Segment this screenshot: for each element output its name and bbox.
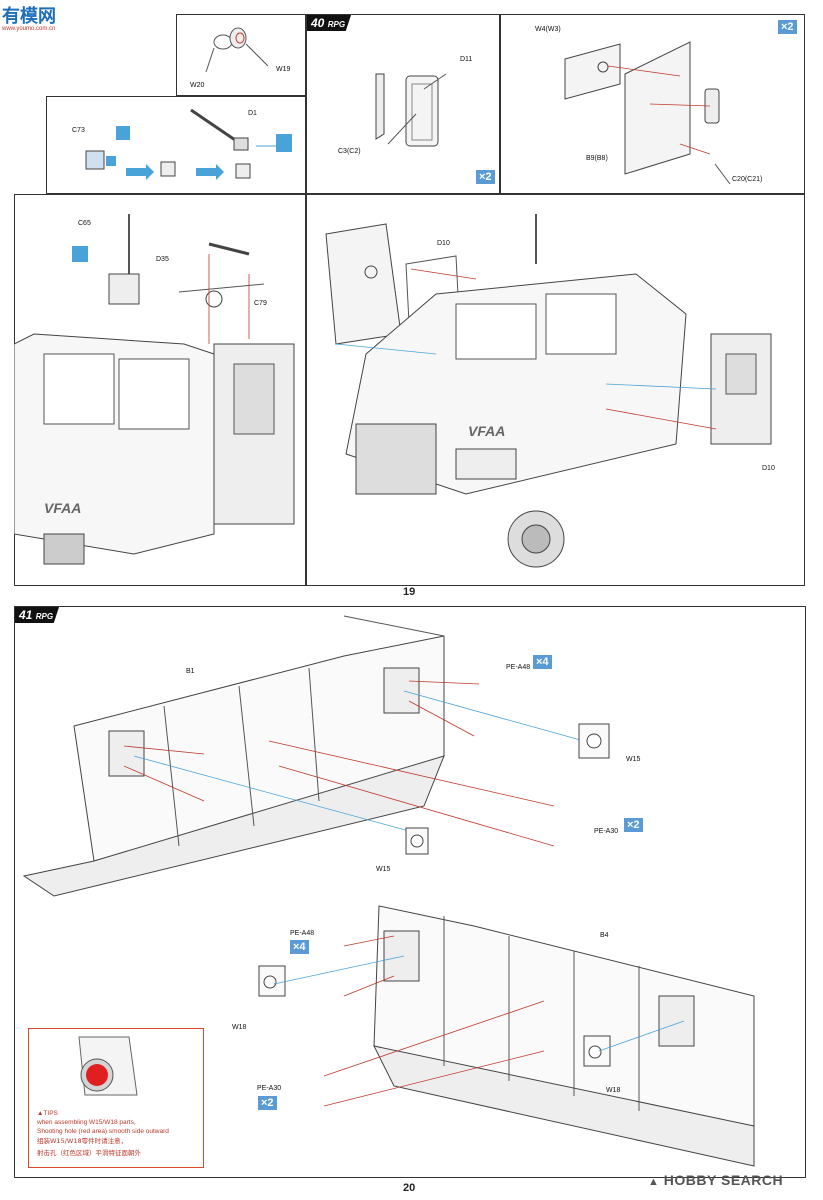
label-w18-right: W18 [606, 1087, 621, 1094]
multiplier-top-x2: ×2 [778, 20, 797, 34]
step-40-drawing [375, 73, 447, 147]
watermark-icon: ▲ [648, 1176, 660, 1188]
label-pe-a30-bottom: PE-A30 [257, 1085, 282, 1092]
multiplier-pe-a48-top: ×4 [533, 655, 552, 669]
label-b4: B4 [600, 932, 609, 939]
label-c3: C3(C2) [338, 148, 361, 155]
page-number-19: 19 [403, 586, 416, 598]
label-vfaa-left: VFAA [44, 500, 82, 516]
step-41-number: 41 [19, 608, 33, 622]
label-w15-right: W15 [626, 756, 641, 763]
vehicle-cab-right-drawing [325, 214, 772, 568]
label-b9: B9(B8) [586, 155, 608, 162]
tips-line-1: when assembling W15/W18 parts, [37, 1119, 136, 1126]
step-40-panel [306, 14, 500, 194]
tips-box: ▲TIPS when assembling W15/W18 parts, Sho… [28, 1028, 204, 1168]
label-c79: C79 [254, 300, 267, 307]
hobby-search-watermark: ▲ HOBBY SEARCH [648, 1172, 783, 1188]
shooting-hole-illustration [78, 1036, 138, 1096]
label-d1: D1 [248, 110, 257, 117]
label-pe-a48-left: PE-A48 [290, 930, 315, 937]
label-w15-left: W15 [376, 866, 391, 873]
step-40-tag: 40 RPG [307, 15, 352, 31]
tips-line-3: 组装W15/W18零件时请注意， [37, 1137, 128, 1145]
side-panel-b1-drawing [22, 615, 755, 1167]
tips-title: ▲TIPS [37, 1110, 58, 1117]
label-w20: W20 [190, 82, 205, 89]
label-pe-a30-top: PE-A30 [594, 828, 619, 835]
label-w4: W4(W3) [535, 26, 561, 33]
label-c20: C20(C21) [732, 176, 763, 183]
label-w18-left: W18 [232, 1024, 247, 1031]
lamp-drawing [205, 27, 269, 73]
label-d35: D35 [156, 256, 169, 263]
door-drawing [564, 41, 731, 185]
site-logo-url: www.youmo.com.cn [2, 26, 56, 32]
multiplier-pe-a30-top: ×2 [624, 818, 643, 832]
step-40-number: 40 [311, 16, 325, 30]
tips-line-2: Shooting hole (red area) smooth side out… [37, 1128, 169, 1135]
label-d10-bottom: D10 [762, 465, 775, 472]
subpanel-c73-d1 [46, 96, 306, 194]
label-vfaa-right: VFAA [468, 423, 506, 439]
step-40-brand: RPG [327, 20, 346, 29]
label-pe-a48-top: PE-A48 [506, 664, 531, 671]
multiplier-step40-x2: ×2 [476, 170, 495, 184]
gun-mount-drawing [85, 108, 292, 180]
label-c73: C73 [72, 127, 85, 134]
label-d10-top: D10 [437, 240, 450, 247]
label-c65: C65 [78, 220, 91, 227]
subpanel-w19-w20 [176, 14, 306, 96]
step-41-brand: RPG [35, 612, 54, 621]
multiplier-pe-a48-left: ×4 [290, 940, 309, 954]
label-d11: D11 [460, 56, 473, 63]
tips-line-4: 射击孔（红色区域）平滑特征面朝外 [37, 1149, 141, 1157]
label-w19: W19 [276, 66, 291, 73]
page-number-20: 20 [403, 1182, 416, 1194]
vehicle-cab-left-drawing [14, 214, 295, 565]
step-41-tag: 41 RPG [15, 607, 60, 623]
site-logo: 有模网 www.youmo.com.cn [2, 2, 72, 34]
watermark-text: HOBBY SEARCH [663, 1172, 784, 1188]
multiplier-pe-a30-bottom: ×2 [258, 1096, 277, 1110]
site-logo-text: 有模网 [2, 6, 56, 27]
label-b1: B1 [186, 668, 195, 675]
